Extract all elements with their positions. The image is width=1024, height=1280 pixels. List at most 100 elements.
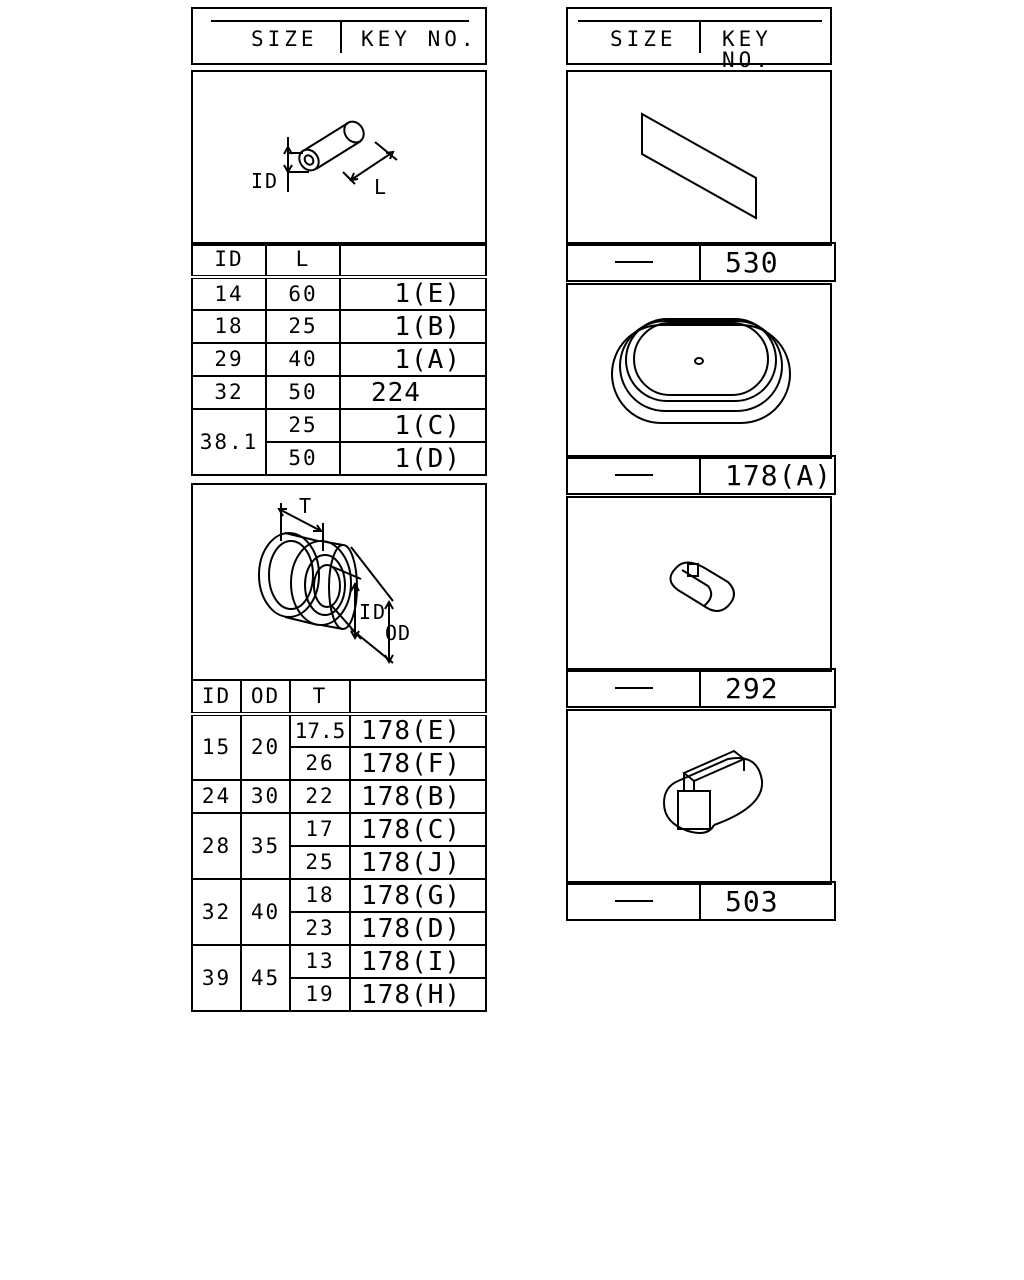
grommet-drawing: T ID OD <box>258 494 411 665</box>
clip-large-drawing <box>662 749 764 834</box>
table-row: 29 40 1(A) <box>191 342 487 377</box>
cell-id: 32 <box>191 375 267 410</box>
table-row: 19 178(H) <box>192 977 487 1012</box>
table-header-row: ID OD T <box>191 679 487 716</box>
cell-l: 50 <box>265 375 341 410</box>
cell-id: 38.1 <box>191 408 267 476</box>
cell-key: 224 <box>339 375 487 410</box>
cell-key: 1(C) <box>339 408 487 443</box>
cell-t: 25 <box>289 845 351 880</box>
table-row: 15 20 17.5 178(E) <box>191 713 487 781</box>
table-row: 18 25 1(B) <box>191 309 487 344</box>
clip-small-illustration-box <box>566 496 832 672</box>
hose-size-table: ID L 14 60 1(E) 18 25 1(B) 29 40 1(A) 32… <box>191 242 487 476</box>
left-header-box: SIZE KEY NO. <box>191 7 487 65</box>
clip-large-key-row: 503 <box>566 881 836 921</box>
hose-id-label: ID <box>251 169 279 193</box>
oval-grommet-drawing <box>611 318 791 424</box>
cell-key: 178(D) <box>349 911 487 946</box>
cell-key: 1(A) <box>339 342 487 377</box>
sheet-key: 530 <box>725 246 779 279</box>
col-header-l: L <box>265 242 341 279</box>
sheet-key-row: 530 <box>566 242 836 282</box>
cell-id: 28 <box>191 812 242 880</box>
table-row: 28 35 17 178(C) <box>191 812 487 880</box>
cell-id: 18 <box>191 309 267 344</box>
cell-key: 178(B) <box>349 779 487 814</box>
size-dash <box>568 670 701 706</box>
table-header-row: ID L <box>191 242 487 279</box>
cell-od: 30 <box>240 779 291 814</box>
cell-t: 23 <box>289 911 351 946</box>
grommet-od-label: OD <box>385 621 411 645</box>
cell-l: 25 <box>265 408 341 443</box>
cell-key: 178(G) <box>349 878 487 913</box>
right-header-divider <box>699 21 701 53</box>
cell-l: 25 <box>265 309 341 344</box>
clip-small-key-row: 292 <box>566 668 836 708</box>
grommet-id-label: ID <box>359 600 387 624</box>
right-header-box: SIZE KEY NO. <box>566 7 832 71</box>
sheet-illustration-box <box>566 70 832 246</box>
cell-key: 178(J) <box>349 845 487 880</box>
table-row: 32 40 18 178(G) <box>191 878 487 946</box>
table-row: 38.1 25 1(C) <box>191 408 487 476</box>
col-header-key <box>349 679 487 716</box>
grommet-illustration-box: T ID OD <box>191 483 487 681</box>
cell-key: 178(F) <box>349 746 487 781</box>
cell-key: 178(H) <box>349 977 487 1012</box>
cell-key: 178(E) <box>349 713 487 748</box>
cell-t: 22 <box>289 779 351 814</box>
col-header-od: OD <box>240 679 291 716</box>
grommet-size-table: ID OD T 15 20 17.5 178(E) 26 178(F) 24 3… <box>191 679 487 1012</box>
hose-drawing: ID L <box>251 120 398 199</box>
col-header-id: ID <box>191 679 242 716</box>
cell-id: 29 <box>191 342 267 377</box>
clip-large-illustration-box <box>566 709 832 885</box>
table-row: 50 1(D) <box>192 441 487 476</box>
table-row: 26 178(F) <box>192 746 487 781</box>
cell-od: 20 <box>240 713 291 781</box>
cell-t: 13 <box>289 944 351 979</box>
table-row: 23 178(D) <box>192 911 487 946</box>
cell-l: 50 <box>265 441 341 476</box>
col-header-key <box>339 242 487 279</box>
clip-small-key: 292 <box>725 672 779 705</box>
right-size-label: SIZE <box>610 27 677 51</box>
cell-key: 178(C) <box>349 812 487 847</box>
cell-id: 32 <box>191 878 242 946</box>
clip-large-key: 503 <box>725 885 779 918</box>
size-dash <box>568 883 701 919</box>
col-header-t: T <box>289 679 351 716</box>
cell-key: 178(I) <box>349 944 487 979</box>
cell-t: 18 <box>289 878 351 913</box>
cell-l: 60 <box>265 276 341 311</box>
oval-grommet-key-row: 178(A) <box>566 455 836 495</box>
right-key-label: KEY NO. <box>722 27 772 72</box>
cell-od: 35 <box>240 812 291 880</box>
col-header-id: ID <box>191 242 267 279</box>
clip-small-drawing <box>669 561 735 612</box>
table-row: 32 50 224 <box>191 375 487 410</box>
cell-key: 1(E) <box>339 276 487 311</box>
table-row: 25 178(J) <box>192 845 487 880</box>
cell-id: 14 <box>191 276 267 311</box>
cell-t: 17 <box>289 812 351 847</box>
cell-od: 45 <box>240 944 291 1012</box>
size-dash <box>568 457 701 493</box>
oval-grommet-illustration-box <box>566 283 832 459</box>
left-size-label: SIZE <box>251 27 318 51</box>
hose-l-label: L <box>374 175 386 199</box>
cell-t: 26 <box>289 746 351 781</box>
sheet-drawing <box>641 112 757 220</box>
cell-t: 19 <box>289 977 351 1012</box>
cell-od: 40 <box>240 878 291 946</box>
table-row: 39 45 13 178(I) <box>191 944 487 1012</box>
cell-key: 1(B) <box>339 309 487 344</box>
cell-id: 24 <box>191 779 242 814</box>
size-dash <box>568 244 701 280</box>
grommet-t-label: T <box>299 494 311 518</box>
cell-l: 40 <box>265 342 341 377</box>
left-key-label: KEY NO. <box>361 27 478 51</box>
cell-id: 15 <box>191 713 242 781</box>
